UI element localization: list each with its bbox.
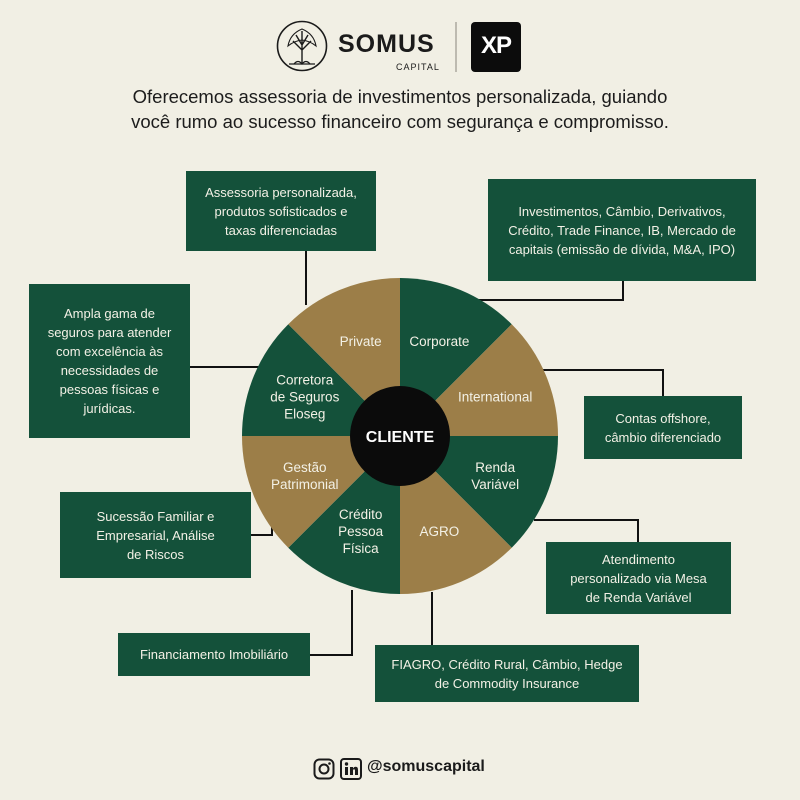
- segment-label: AGRO: [420, 524, 460, 539]
- connector-renda: [534, 519, 639, 542]
- info-box-gestao: Sucessão Familiar e Empresarial, Análise…: [60, 492, 251, 578]
- info-line: FIAGRO, Crédito Rural, Câmbio, Hedge: [391, 656, 623, 672]
- intro-line: você rumo ao sucesso financeiro com segu…: [131, 111, 669, 132]
- info-line: Investimentos, Câmbio, Derivativos,: [518, 203, 726, 219]
- xp-logo-text: XP: [480, 32, 512, 59]
- info-line: de Commodity Insurance: [434, 675, 580, 691]
- info-line: produtos sofisticados e: [214, 203, 348, 219]
- header-divider: [455, 22, 457, 72]
- info-box-renda-variavel: Atendimento personalizado via Mesa de Re…: [546, 542, 731, 614]
- connector-lines: [190, 250, 664, 656]
- info-line: de Riscos: [126, 546, 185, 562]
- intro-text: Oferecemos assessoria de investimentos p…: [60, 84, 740, 134]
- segment-label-line: Variável: [471, 477, 519, 492]
- info-line: Ampla gama de: [63, 306, 156, 321]
- segment-label-line: International: [458, 390, 532, 405]
- info-line: personalizado via Mesa: [570, 570, 707, 586]
- linkedin-icon[interactable]: [340, 758, 362, 780]
- info-line: com excelência às: [56, 344, 163, 359]
- brand-subtitle: CAPITAL: [396, 62, 440, 72]
- info-line: necessidades de: [60, 363, 159, 378]
- center-circle: [350, 386, 450, 486]
- info-line: Crédito, Trade Finance, IB, Mercado de: [508, 222, 736, 238]
- segment-label-line: Private: [340, 334, 382, 349]
- connector-corporate: [428, 280, 624, 301]
- info-box-credito: Financiamento Imobiliário: [118, 633, 310, 676]
- segment-label-line: Pessoa: [338, 524, 384, 539]
- info-line: câmbio diferenciado: [604, 429, 722, 445]
- xp-logo: XP: [471, 22, 521, 72]
- header: SOMUS CAPITAL XP: [0, 0, 800, 80]
- info-line: seguros para atender: [47, 325, 172, 340]
- segment-label-line: Renda: [475, 460, 515, 475]
- connector-gestao: [251, 525, 273, 536]
- info-line: Empresarial, Análise: [96, 527, 215, 543]
- info-line: Contas offshore,: [615, 410, 711, 426]
- info-line: Financiamento Imobiliário: [139, 647, 289, 662]
- connector-credito: [310, 590, 353, 656]
- segment-label-line: Corporate: [409, 334, 469, 349]
- somus-logo: SOMUS CAPITAL: [276, 20, 446, 76]
- info-line: de Renda Variável: [585, 589, 692, 605]
- segment-label: International: [458, 390, 532, 405]
- info-line: pessoas físicas e: [59, 382, 160, 397]
- info-line: capitais (emissão de dívida, M&A, IPO): [508, 241, 736, 257]
- info-box-corporate: Investimentos, Câmbio, Derivativos, Créd…: [488, 179, 756, 281]
- instagram-icon[interactable]: [313, 758, 335, 780]
- segment-label-line: de Seguros: [270, 390, 339, 405]
- info-line: jurídicas.: [83, 401, 136, 416]
- segment-label-line: AGRO: [420, 524, 460, 539]
- tree-icon: [276, 20, 328, 72]
- segment-label-line: Crédito: [339, 507, 383, 522]
- connector-international: [540, 369, 664, 396]
- info-box-private: Assessoria personalizada, produtos sofis…: [186, 171, 376, 251]
- segment-label: Private: [340, 334, 382, 349]
- info-line: Sucessão Familiar e: [96, 508, 215, 524]
- segment-label: Corporate: [409, 334, 469, 349]
- info-line: Atendimento: [601, 551, 675, 567]
- info-line: Assessoria personalizada,: [205, 184, 357, 200]
- segment-label-line: Eloseg: [284, 407, 325, 422]
- info-box-international: Contas offshore, câmbio diferenciado: [584, 396, 742, 459]
- center-label: CLIENTE: [366, 429, 435, 446]
- info-line: taxas diferenciadas: [224, 222, 337, 238]
- social-handle[interactable]: @somuscapital: [367, 758, 485, 775]
- segment-label-line: Patrimonial: [271, 477, 339, 492]
- info-box-seguros: Ampla gama de seguros para atender com e…: [29, 284, 190, 438]
- info-box-agro: FIAGRO, Crédito Rural, Câmbio, Hedge de …: [375, 645, 639, 702]
- segment-label-line: Corretora: [276, 373, 334, 388]
- footer: @somuscapital: [0, 755, 800, 785]
- intro-line: Oferecemos assessoria de investimentos p…: [132, 86, 668, 107]
- brand-name: SOMUS: [338, 30, 435, 58]
- segment-label-line: Física: [343, 541, 379, 556]
- segment-label-line: Gestão: [283, 460, 327, 475]
